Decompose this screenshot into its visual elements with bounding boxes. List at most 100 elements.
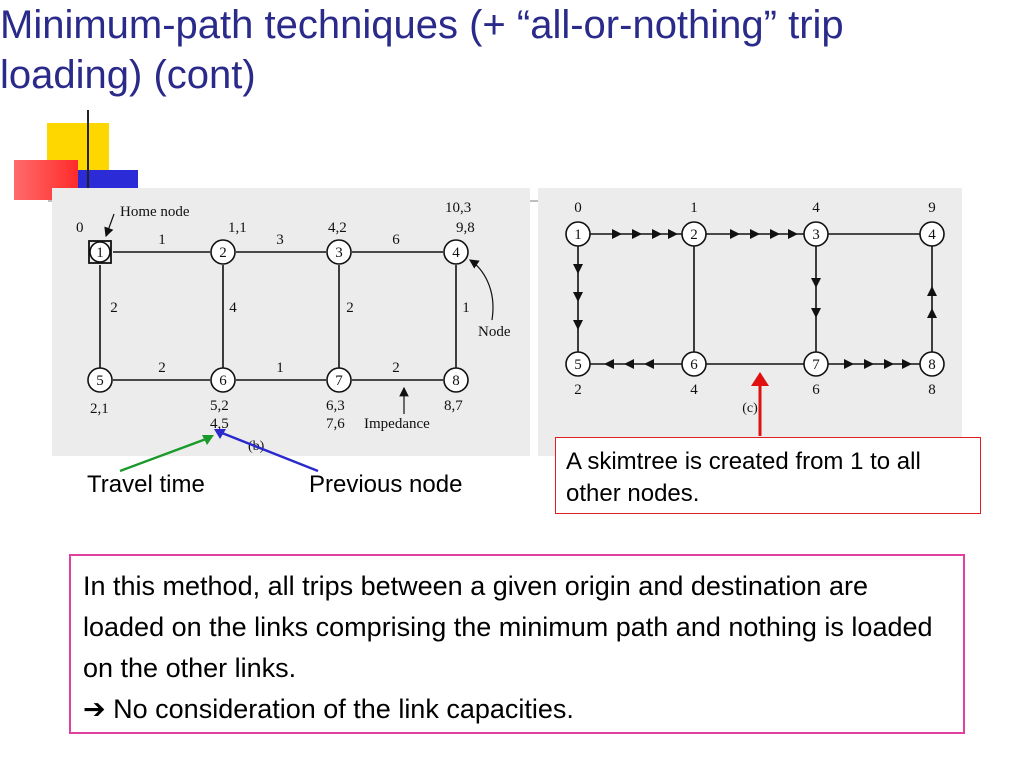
node-value-2: 1,1 — [228, 220, 247, 236]
node-id-8: 8 — [452, 373, 460, 389]
tree-node-value-5: 2 — [574, 382, 582, 398]
node-value-8: 8,7 — [444, 398, 463, 414]
node-2 — [210, 239, 236, 265]
node-7 — [326, 367, 352, 393]
tree-node-value-4: 9 — [928, 200, 936, 216]
previous-node-label: Previous node — [309, 471, 463, 498]
node-value-5: 2,1 — [90, 401, 109, 417]
tree-node-id-8: 8 — [928, 357, 936, 373]
node-id-6: 6 — [219, 373, 227, 389]
skimtree-node-ids: 1 2 3 4 5 6 7 8 — [574, 227, 936, 373]
skimtree-svg-c: 1 2 3 4 5 6 7 8 0 1 4 9 2 4 6 8 (c) — [565, 200, 945, 416]
network-links — [99, 251, 457, 381]
node-id-3: 3 — [335, 245, 343, 261]
travel-time-arrow — [119, 437, 207, 473]
tree-node-6 — [681, 351, 707, 377]
tree-node-2 — [681, 221, 707, 247]
impedance-3-4: 6 — [392, 232, 400, 248]
tree-node-id-3: 3 — [812, 227, 820, 243]
node-id-1: 1 — [96, 245, 104, 261]
method-description-box: In this method, all trips between a give… — [69, 554, 965, 734]
tree-node-id-4: 4 — [928, 227, 936, 243]
node-3 — [326, 239, 352, 265]
node-value-7b: 7,6 — [326, 416, 345, 432]
node-callout-label: Node — [478, 324, 511, 340]
network-svg-b: 1 2 3 4 5 6 7 8 0 1,1 4,2 10,3 9,8 2,1 5… — [76, 200, 511, 454]
node-ids: 1 2 3 4 5 6 7 8 — [96, 245, 460, 389]
tree-node-id-1: 1 — [574, 227, 582, 243]
impedance-6-7: 1 — [276, 360, 284, 376]
tree-node-value-7: 6 — [812, 382, 820, 398]
tree-node-id-7: 7 — [812, 357, 820, 373]
impedance-5-6: 2 — [158, 360, 166, 376]
node-value-6b: 4,5 — [210, 416, 229, 432]
tree-node-5 — [565, 351, 591, 377]
skimtree-red-arrow — [751, 372, 769, 436]
home-node-pointer — [104, 213, 115, 238]
method-conclusion-text: No consideration of the link capacities. — [113, 694, 574, 724]
right-arrow-icon: ➔ — [83, 694, 106, 725]
travel-time-arrowhead — [202, 435, 214, 445]
legend-pointer-arrows — [119, 429, 319, 473]
skimtree-node-values: 0 1 4 9 2 4 6 8 — [574, 200, 936, 398]
caption-c: (c) — [742, 401, 758, 416]
impedance-2-3: 3 — [276, 232, 284, 248]
previous-node-arrow — [221, 431, 319, 473]
home-node-square — [88, 240, 112, 264]
tree-node-value-8: 8 — [928, 382, 936, 398]
decor-blue-bar — [76, 170, 138, 190]
skimtree-flow-arrows — [573, 229, 937, 369]
tree-node-value-6: 4 — [690, 382, 698, 398]
node-value-4a: 10,3 — [445, 200, 471, 216]
impedance-callout-label: Impedance — [364, 416, 430, 432]
tree-node-value-1: 0 — [574, 200, 582, 216]
node-5 — [87, 367, 113, 393]
node-value-4b: 9,8 — [456, 220, 475, 236]
method-conclusion: ➔ No consideration of the link capacitie… — [83, 689, 951, 730]
node-value-3: 4,2 — [328, 220, 347, 236]
skimtree-nodes — [565, 221, 945, 377]
skimtree-callout-text: A skimtree is created from 1 to all othe… — [566, 448, 921, 507]
impedance-3-7: 2 — [346, 300, 354, 316]
skimtree-diagram-c: 1 2 3 4 5 6 7 8 0 1 4 9 2 4 6 8 (c) — [538, 188, 962, 456]
node-value-6a: 5,2 — [210, 398, 229, 414]
node-id-4: 4 — [452, 245, 460, 261]
network-diagram-b: 1 2 3 4 5 6 7 8 0 1,1 4,2 10,3 9,8 2,1 5… — [52, 188, 530, 456]
node-id-7: 7 — [335, 373, 343, 389]
node-callout-pointer — [469, 259, 494, 321]
method-description-text: In this method, all trips between a give… — [83, 571, 933, 683]
tree-node-value-3: 4 — [812, 200, 820, 216]
impedance-7-8: 2 — [392, 360, 400, 376]
impedance-4-8: 1 — [462, 300, 470, 316]
tree-node-8 — [919, 351, 945, 377]
node-8 — [443, 367, 469, 393]
node-1 — [89, 241, 111, 263]
tree-node-7 — [803, 351, 829, 377]
tree-node-4 — [919, 221, 945, 247]
impedance-2-6: 4 — [229, 300, 237, 316]
tree-node-id-2: 2 — [690, 227, 698, 243]
link-impedances: 1 3 6 2 4 2 1 2 1 2 — [110, 232, 470, 376]
tree-node-3 — [803, 221, 829, 247]
node-id-2: 2 — [219, 245, 227, 261]
decor-vertical-line — [87, 110, 89, 196]
tree-node-value-2: 1 — [690, 200, 698, 216]
node-values: 0 1,1 4,2 10,3 9,8 2,1 5,2 4,5 6,3 7,6 8… — [76, 200, 475, 432]
node-6 — [210, 367, 236, 393]
node-value-7a: 6,3 — [326, 398, 345, 414]
network-nodes — [87, 239, 469, 393]
tree-node-1 — [565, 221, 591, 247]
node-4 — [443, 239, 469, 265]
tree-node-id-5: 5 — [574, 357, 582, 373]
previous-node-arrowhead — [214, 429, 226, 439]
page-title: Minimum-path techniques (+ “all-or-nothi… — [0, 3, 844, 97]
tree-node-id-6: 6 — [690, 357, 698, 373]
node-id-5: 5 — [96, 373, 104, 389]
home-node-label: Home node — [120, 204, 190, 220]
impedance-1-2: 1 — [158, 232, 166, 248]
node-value-1: 0 — [76, 220, 84, 236]
skimtree-links — [577, 233, 933, 365]
skimtree-callout: A skimtree is created from 1 to all othe… — [555, 437, 981, 514]
travel-time-label: Travel time — [87, 471, 205, 498]
impedance-1-5: 2 — [110, 300, 118, 316]
